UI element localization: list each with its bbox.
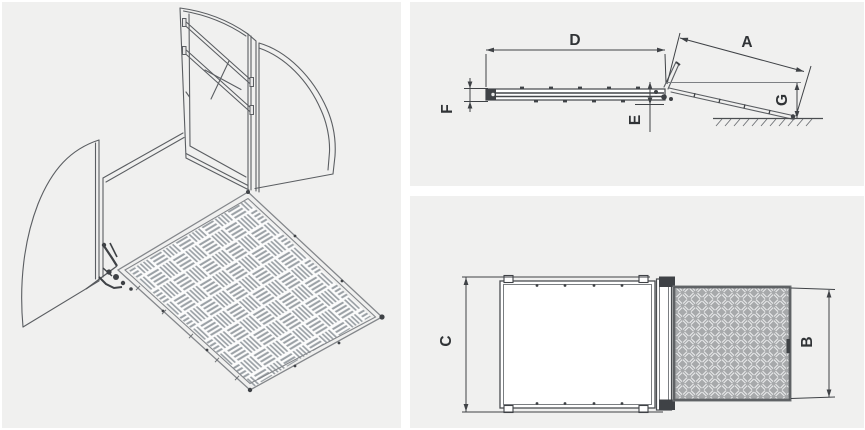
handle-notch [786, 339, 790, 353]
dimension-G: G [667, 82, 801, 118]
van-left-door [21, 139, 100, 328]
isometric-view-drawing [21, 7, 385, 393]
side-view-panel: D A F [410, 2, 864, 186]
top-view-drawing: C B [438, 274, 836, 414]
hinge-top [655, 276, 675, 411]
platform-side [485, 86, 666, 103]
dim-label-C: C [438, 335, 455, 346]
ramp-plate-top [672, 285, 792, 402]
dimension-D: D [485, 32, 667, 87]
van-rear-door [179, 7, 254, 191]
dimension-F: F [439, 78, 488, 114]
dimension-E: E [627, 82, 664, 132]
dim-label-B: B [799, 336, 816, 347]
isometric-view-panel [2, 2, 401, 428]
platform-top [499, 274, 656, 414]
dimension-C: C [438, 276, 663, 413]
van-right-body [247, 33, 336, 193]
dimension-B: B [790, 287, 836, 399]
dim-label-E: E [627, 115, 644, 125]
hinge-mechanism [85, 242, 133, 291]
dim-label-F: F [439, 104, 456, 113]
dim-label-A: A [741, 34, 752, 51]
dim-label-D: D [569, 32, 580, 49]
side-view-drawing: D A F [439, 32, 823, 132]
ramp-side [668, 87, 796, 121]
van-left-wall [102, 132, 185, 278]
dimension-A: A [666, 32, 812, 117]
ramp-plate-isometric [116, 190, 385, 393]
top-view-panel: C B [410, 196, 864, 428]
dim-label-G: G [774, 94, 791, 106]
ground-line [713, 117, 823, 127]
